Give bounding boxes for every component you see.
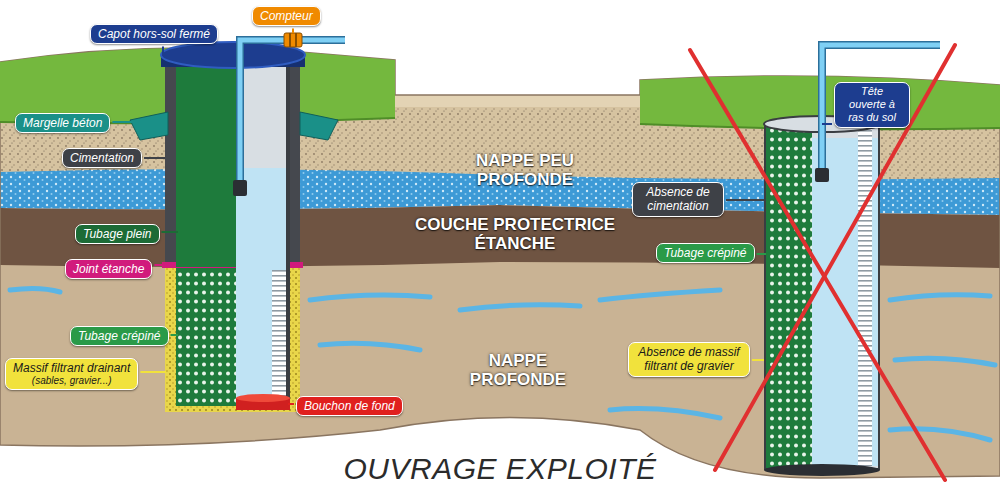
callout-box: Compteur: [252, 6, 321, 26]
callout-box: Cimentation: [62, 148, 142, 168]
leader-line: [144, 157, 165, 159]
callout-text: Compteur: [260, 9, 313, 23]
callout-text: Massif filtrant drainant: [13, 361, 130, 375]
callout-box: Absence de massif filtrant de gravier: [628, 342, 750, 377]
callout-text: Tubage crépiné: [664, 246, 747, 260]
leader-line: [757, 253, 767, 255]
leader-line: [140, 371, 166, 373]
callout-text: Cimentation: [70, 151, 134, 165]
leader-line: [822, 123, 832, 125]
callout-box: Joint étanche: [65, 259, 152, 279]
leader-line: [162, 231, 179, 233]
callout-text: Tubage plein: [83, 227, 152, 241]
callout-box: Tubage crépiné: [656, 243, 755, 263]
callout-box: Massif filtrant drainant(sables, gravier…: [5, 358, 138, 390]
leader-line: [154, 264, 163, 266]
callout-box: Capot hors-sol fermé: [90, 24, 218, 44]
callout-text: Tubage crépiné: [78, 329, 161, 343]
layer-label: COUCHE PROTECTRICE ÉTANCHE: [400, 216, 630, 253]
caption: OUVRAGE EXPLOITÉ: [0, 452, 1000, 486]
leader-line: [288, 403, 294, 405]
callout-box: Tubage crépiné: [70, 326, 169, 346]
leader-line: [726, 199, 764, 201]
callout-text: Joint étanche: [73, 262, 144, 276]
callout-box: Absence de cimentation: [632, 182, 724, 217]
callout-box: Bouchon de fond: [296, 396, 403, 416]
callout-text: Absence de massif filtrant de gravier: [636, 345, 742, 374]
layer-label: NAPPE PROFONDE: [458, 352, 578, 389]
leader-line: [171, 334, 179, 336]
leader-line: [292, 28, 294, 33]
callout-text: Absence de cimentation: [640, 185, 716, 214]
callout-text: Tête ouverte à ras du sol: [842, 85, 902, 125]
leader-line: [752, 359, 764, 361]
callout-box: Tubage plein: [75, 224, 160, 244]
callout-text: Bouchon de fond: [304, 399, 395, 413]
leader-line: [112, 121, 132, 123]
leader-line: [162, 46, 164, 56]
layer-label: NAPPE PEU PROFONDE: [450, 152, 600, 189]
callout-subtext: (sables, gravier...): [13, 375, 130, 387]
callout-text: Margelle béton: [23, 116, 102, 130]
callout-box: Margelle béton: [15, 113, 110, 133]
callout-box: Tête ouverte à ras du sol: [834, 82, 910, 128]
callout-text: Capot hors-sol fermé: [98, 27, 210, 41]
